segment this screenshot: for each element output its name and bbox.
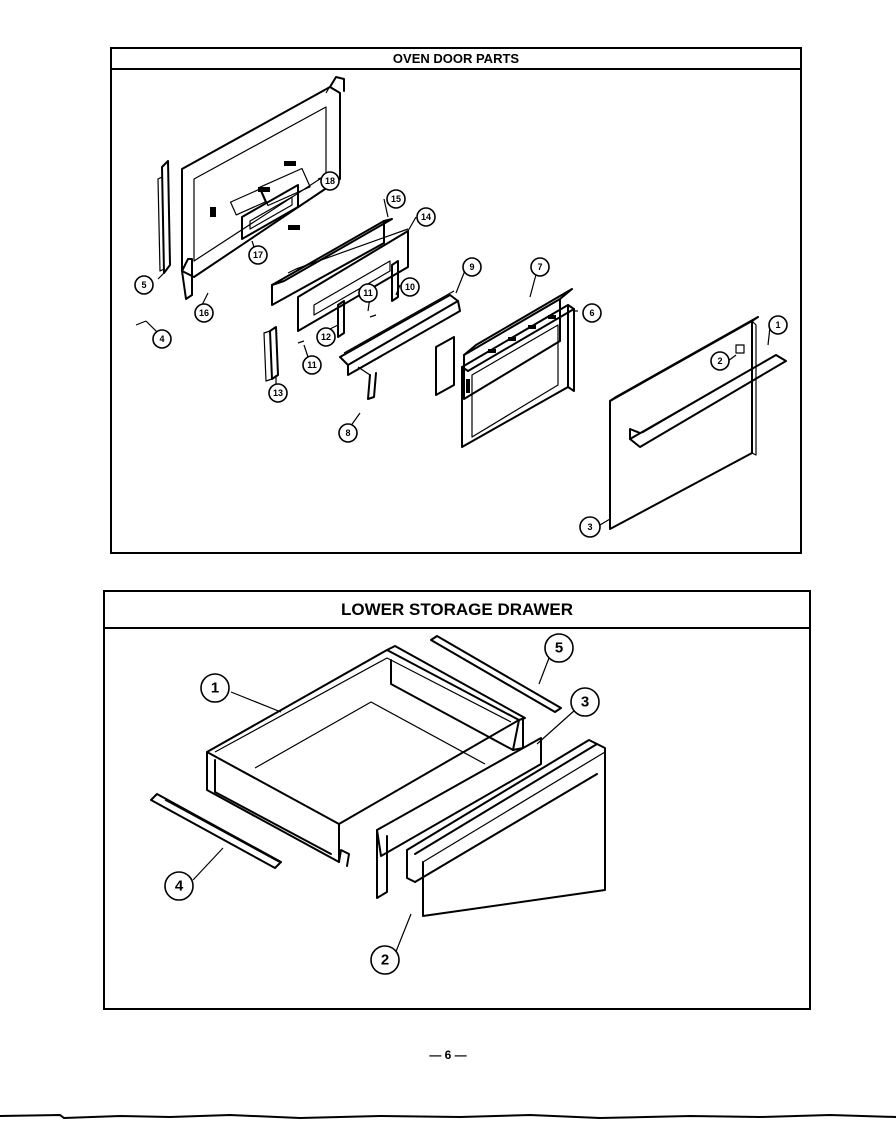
drawer-callout-5: 5 bbox=[544, 633, 574, 663]
callout-2: 2 bbox=[710, 351, 730, 371]
drawer-callout-3: 3 bbox=[570, 687, 600, 717]
callout-16: 16 bbox=[194, 303, 214, 323]
callout-3: 3 bbox=[579, 516, 601, 538]
drawer-leader-lines bbox=[192, 657, 576, 955]
svg-text:2: 2 bbox=[717, 356, 722, 366]
svg-text:2: 2 bbox=[381, 952, 389, 969]
glass-spacer-10 bbox=[391, 260, 399, 302]
leader-lines bbox=[145, 172, 771, 526]
drawer-callout-1: 1 bbox=[200, 673, 230, 703]
callout-12: 12 bbox=[316, 327, 336, 347]
svg-text:11: 11 bbox=[363, 288, 373, 298]
lower-storage-drawer-title: LOWER STORAGE DRAWER bbox=[105, 592, 809, 629]
callout-17: 17 bbox=[248, 245, 268, 265]
oven-door-parts-panel: OVEN DOOR PARTS bbox=[110, 47, 802, 554]
svg-text:13: 13 bbox=[273, 388, 283, 398]
drawer-front-support bbox=[376, 737, 542, 857]
svg-text:6: 6 bbox=[589, 308, 594, 318]
callout-6: 6 bbox=[582, 303, 602, 323]
inner-door-liner bbox=[181, 76, 345, 278]
drawer-callout-2: 2 bbox=[370, 945, 400, 975]
callout-11a: 11 bbox=[358, 283, 378, 303]
top-channel bbox=[339, 294, 459, 366]
svg-text:1: 1 bbox=[775, 320, 780, 330]
outer-door-panel bbox=[609, 316, 759, 530]
window-glass-assembly bbox=[271, 218, 409, 332]
svg-text:12: 12 bbox=[321, 332, 331, 342]
oven-door-parts-title: OVEN DOOR PARTS bbox=[112, 49, 800, 70]
svg-text:4: 4 bbox=[175, 878, 184, 895]
screw bbox=[135, 320, 147, 326]
drawer-front bbox=[406, 739, 606, 917]
drawer-slide-rail-5 bbox=[430, 635, 562, 713]
svg-text:17: 17 bbox=[253, 250, 263, 260]
callout-7: 7 bbox=[530, 257, 550, 277]
door-bracket bbox=[367, 372, 377, 400]
svg-text:1: 1 bbox=[211, 680, 219, 697]
svg-text:3: 3 bbox=[581, 694, 589, 711]
svg-text:4: 4 bbox=[159, 334, 164, 344]
oven-door-parts-diagram: 1 2 3 4 5 6 7 8 9 10 11 11 12 13 14 15 1… bbox=[134, 76, 788, 538]
callout-15: 15 bbox=[386, 189, 406, 209]
svg-text:9: 9 bbox=[469, 262, 474, 272]
door-frame bbox=[461, 304, 575, 448]
svg-text:16: 16 bbox=[199, 308, 209, 318]
callout-10: 10 bbox=[400, 277, 420, 297]
callout-4: 4 bbox=[152, 329, 172, 349]
door-vent-frame bbox=[435, 288, 573, 400]
svg-text:18: 18 bbox=[325, 176, 335, 186]
svg-text:5: 5 bbox=[555, 640, 563, 657]
callout-1: 1 bbox=[768, 315, 788, 335]
svg-text:7: 7 bbox=[537, 262, 542, 272]
door-handle bbox=[629, 344, 787, 448]
callout-18: 18 bbox=[320, 171, 340, 191]
drawer-slide-rail-4 bbox=[150, 793, 282, 869]
scan-edge-artifact bbox=[0, 1113, 896, 1120]
glass-spacer-12 bbox=[337, 300, 345, 338]
svg-text:11: 11 bbox=[307, 360, 317, 370]
svg-text:10: 10 bbox=[405, 282, 415, 292]
svg-text:15: 15 bbox=[391, 194, 401, 204]
svg-text:5: 5 bbox=[141, 280, 146, 290]
lower-storage-drawer-panel: LOWER STORAGE DRAWER bbox=[103, 590, 811, 1010]
callout-11b: 11 bbox=[302, 355, 322, 375]
drawer-callout-4: 4 bbox=[164, 871, 194, 901]
callout-14: 14 bbox=[416, 207, 436, 227]
svg-text:14: 14 bbox=[421, 212, 431, 222]
drawer-body bbox=[206, 645, 526, 867]
callout-5: 5 bbox=[134, 275, 154, 295]
svg-text:3: 3 bbox=[587, 522, 592, 532]
clip bbox=[297, 314, 377, 344]
callout-8: 8 bbox=[338, 423, 358, 443]
page-number: — 6 — bbox=[429, 1048, 467, 1062]
callout-13: 13 bbox=[268, 383, 288, 403]
callout-9: 9 bbox=[462, 257, 482, 277]
svg-text:8: 8 bbox=[345, 428, 350, 438]
lower-storage-drawer-diagram: 1 2 3 4 5 bbox=[150, 633, 606, 975]
